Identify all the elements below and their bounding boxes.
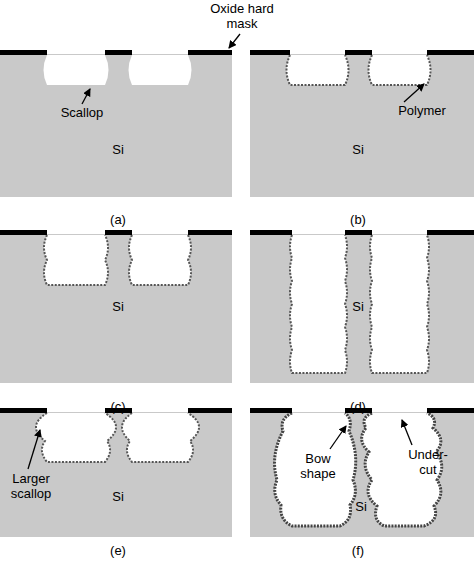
panel-caption: (a) [101,213,135,228]
trench [122,413,199,462]
trench [129,55,192,85]
callout-label: Si [343,300,373,315]
callout-label: Si [343,143,373,158]
silicon-substrate [250,54,474,197]
silicon-substrate [250,234,474,383]
callout-label: Polymer [387,104,457,119]
callout-label: Oxide hard mask [202,2,282,31]
panel-caption: (f) [341,544,375,559]
trench [370,235,429,373]
callout-label: Si [103,143,133,158]
callout-label: Scallop [52,106,112,121]
panel-caption: (b) [341,213,375,228]
silicon-substrate [0,54,232,197]
bowed-trench [275,413,356,526]
callout-label: Si [350,500,372,515]
panel-caption: (e) [101,544,135,559]
callout-label: Bow shape [295,452,341,481]
callout-label: Larger scallop [3,472,59,501]
silicon-substrate [0,412,232,537]
callout-label: Si [103,490,133,505]
trench [129,235,191,285]
trench [44,55,109,85]
silicon-substrate [0,234,232,383]
leader-arrow [28,34,424,469]
oxide-mask [0,50,474,413]
silicon-substrate [250,412,474,537]
trench [290,235,347,373]
callout-label: Si [103,300,133,315]
callout-label: Under-cut [406,448,450,477]
trench [369,55,431,85]
trench [44,235,108,285]
trench [287,55,349,85]
panel-caption: (d) [341,400,375,415]
panel-caption: (c) [101,400,135,415]
trench [36,413,116,462]
